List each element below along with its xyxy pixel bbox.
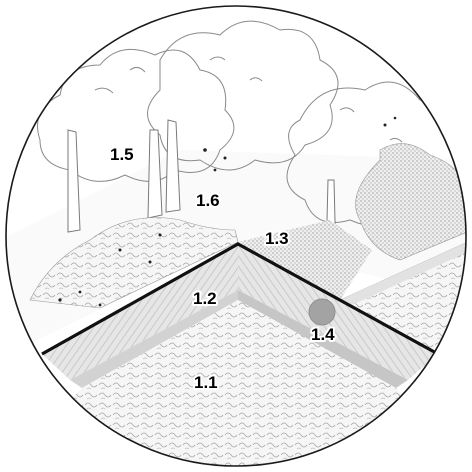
tree-trunk-4 [67,129,81,233]
svg-text:1.3: 1.3 [265,229,289,248]
tree-trunk-2 [165,119,181,213]
svg-text:1.4: 1.4 [311,325,335,344]
viewport-circle-outline [5,5,467,467]
flower-dots [58,116,397,307]
label-1-2: 1.2 [193,289,217,308]
roof-front-surface [6,300,466,466]
svg-text:1.2: 1.2 [193,289,217,308]
planting-bed-left [29,217,239,309]
label-1-3: 1.3 [265,229,289,248]
terrace-strip [340,240,466,305]
tree-trunks [67,119,337,263]
labels-group: 1.5 1.5 1.6 1.6 1.3 1.3 1.2 1.2 1.4 1.4 … [108,143,337,394]
shrub-mass-right [355,143,466,261]
roof-back-area [238,220,372,300]
svg-text:1.1: 1.1 [194,373,218,392]
roof-ridge-line [41,242,439,356]
label-1-6: 1.6 [196,191,220,210]
ground-band [6,150,466,358]
label-1-4: 1.4 [311,325,335,344]
marker-circle-1-4 [308,298,336,326]
svg-text:1.5: 1.5 [110,145,134,164]
tree-trunk-1 [147,129,163,219]
roof-gutter-right [238,290,408,388]
label-1-5: 1.5 [110,145,134,164]
svg-text:1.6: 1.6 [196,191,220,210]
roof-slope-right [238,244,438,380]
tree-canopy-left [37,48,235,182]
roof-slope-left [42,244,238,380]
label-1-1: 1.1 [194,373,218,392]
roof-gutter-left [70,290,238,388]
